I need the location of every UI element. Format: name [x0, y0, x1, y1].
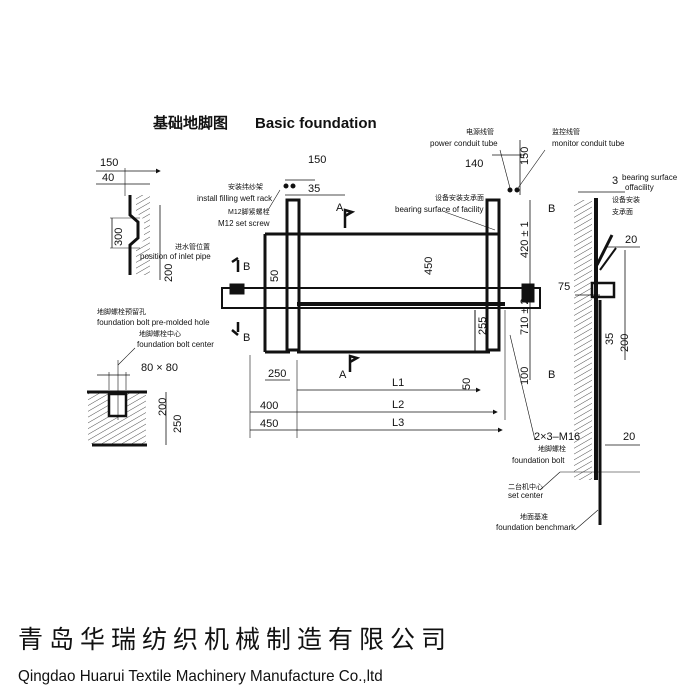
label-power-cn: 电源线管 — [466, 127, 494, 136]
title-en: Basic foundation — [255, 115, 377, 132]
dim-35-side: 35 — [604, 333, 616, 345]
label-bearing-cn: 设备安装支承面 — [435, 193, 484, 202]
section-b-right-top: B — [548, 203, 555, 215]
dim-255: 255 — [477, 317, 489, 335]
dim-20-bottom: 20 — [623, 431, 635, 443]
label-bolt-en: foundation bolt — [512, 456, 565, 465]
label-screw-en: M12 set screw — [218, 219, 270, 228]
dim-250-horizontal: 250 — [268, 368, 286, 380]
label-premold-en: foundation bolt pre-molded hole — [97, 318, 210, 327]
label-monitor-en: monitor conduit tube — [552, 139, 625, 148]
dim-140: 140 — [465, 158, 483, 170]
section-b-right-bottom: B — [548, 369, 555, 381]
dim-L1: L1 — [392, 377, 404, 389]
dim-50-bottom: 50 — [461, 378, 473, 390]
dim-L3: L3 — [392, 417, 404, 429]
dim-150-rack: 150 — [308, 154, 326, 166]
label-bearing2-en2: offacility — [625, 183, 654, 192]
label-bearing2-en: bearing surface — [622, 173, 678, 182]
dim-200-profile: 200 — [163, 264, 175, 282]
section-a-top: A — [336, 202, 344, 214]
label-boltcenter-cn: 地脚螺栓中心 — [139, 329, 181, 338]
profile-detail — [96, 168, 161, 280]
dim-L2: L2 — [392, 399, 404, 411]
dim-40-profile: 40 — [102, 172, 114, 184]
label-screw-cn: M12脚紧螺栓 — [228, 207, 270, 216]
dim-35-rack: 35 — [308, 183, 320, 195]
section-b-left-bottom: B — [243, 332, 250, 344]
label-setcenter-cn: 二台机中心 — [508, 482, 543, 491]
dim-80x80: 80 × 80 — [141, 362, 178, 374]
label-benchmark-en: foundation benchmark — [496, 523, 576, 532]
section-a-bottom: A — [339, 369, 347, 381]
label-install-cn: 安装纬纱架 — [228, 182, 263, 191]
label-benchmark-cn: 地面基准 — [520, 512, 548, 521]
dim-100: 100 — [519, 367, 531, 385]
label-bearing-en: bearing surface of facility — [395, 205, 484, 214]
dim-50-pipe: 50 — [269, 270, 281, 282]
label-boltcenter-en: foundation bolt center — [137, 340, 214, 349]
side-section-view — [539, 191, 640, 531]
company-name-en: Qingdao Huarui Textile Machinery Manufac… — [18, 668, 383, 685]
label-power-en: power conduit tube — [430, 139, 498, 148]
section-b-left-top: B — [243, 261, 250, 273]
dim-300-profile: 300 — [113, 228, 125, 246]
dim-400: 400 — [260, 400, 278, 412]
dim-150-conduit: 150 — [519, 147, 531, 165]
label-bearing2-cn1: 设备安装 — [612, 195, 640, 204]
dim-150-profile: 150 — [100, 157, 118, 169]
label-bolt-spec: 2×3–M16 — [534, 431, 580, 443]
company-name-cn: 青岛华瑞纺织机械制造有限公司 — [18, 625, 453, 654]
dim-200-side: 200 — [619, 334, 631, 352]
label-inlet-cn: 进水管位置 — [175, 242, 210, 251]
dim-3: 3 — [612, 175, 618, 187]
dim-200-hole: 200 — [157, 398, 169, 416]
dim-250-hole: 250 — [172, 415, 184, 433]
label-inlet-en: position of inlet pipe — [140, 252, 211, 261]
dim-450-vertical: 450 — [423, 257, 435, 275]
label-bearing2-cn2: 支承面 — [612, 207, 633, 216]
dim-420: 420 ± 1 — [519, 221, 531, 258]
label-install-en: install filling weft rack — [197, 194, 273, 203]
label-bolt-cn: 地脚螺栓 — [538, 444, 566, 453]
main-plan-view — [221, 140, 546, 441]
title-cn: 基础地脚图 — [152, 114, 228, 132]
label-premold-cn: 地脚螺栓预留孔 — [97, 307, 146, 316]
dim-75: 75 — [558, 281, 570, 293]
label-monitor-cn: 监控线管 — [552, 127, 580, 136]
dim-450-horizontal: 450 — [260, 418, 278, 430]
label-setcenter-en: set center — [508, 491, 543, 500]
dim-710: 710 ± 2 — [519, 298, 531, 335]
bolt-hole-detail — [87, 347, 167, 447]
dim-20-top: 20 — [625, 234, 637, 246]
